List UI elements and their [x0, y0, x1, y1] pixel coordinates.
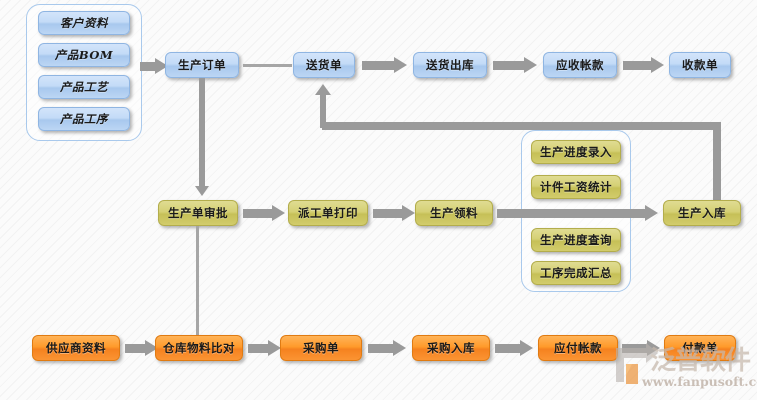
- node-work-order-print[interactable]: 派工单打印: [288, 200, 368, 226]
- arrow-picking-to-production-inbound: [497, 205, 658, 222]
- arrow-purchase-order-to-purchase-inbound: [368, 340, 406, 357]
- return-path-vertical-right: [713, 122, 721, 212]
- watermark-url: www.fanpusoft.com: [642, 374, 757, 389]
- connector-approval-to-warehouse-compare: [196, 226, 199, 340]
- node-accounts-receivable[interactable]: 应收帐款: [543, 52, 617, 78]
- arrow-delivery-outbound-to-accounts-receivable: [493, 57, 537, 74]
- node-product-process[interactable]: 产品工序: [38, 107, 130, 131]
- node-product-craft[interactable]: 产品工艺: [38, 75, 130, 99]
- node-delivery-note[interactable]: 送货单: [293, 52, 355, 78]
- node-purchase-order[interactable]: 采购单: [280, 335, 362, 361]
- node-accounts-payable[interactable]: 应付帐款: [538, 335, 618, 361]
- node-progress-entry[interactable]: 生产进度录入: [531, 140, 621, 164]
- node-production-order-approval[interactable]: 生产单审批: [158, 200, 238, 226]
- node-production-picking[interactable]: 生产领料: [415, 200, 493, 226]
- arrow-work-order-print-to-picking: [373, 205, 415, 222]
- arrow-warehouse-compare-to-purchase-order: [248, 340, 281, 357]
- node-delivery-outbound[interactable]: 送货出库: [413, 52, 487, 78]
- arrow-production-order-to-approval: [195, 78, 209, 196]
- node-process-summary[interactable]: 工序完成汇总: [531, 261, 621, 285]
- return-path-horizontal: [322, 122, 719, 130]
- node-production-order[interactable]: 生产订单: [165, 52, 239, 78]
- node-purchase-inbound[interactable]: 采购入库: [412, 335, 490, 361]
- node-receipt-note[interactable]: 收款单: [669, 52, 731, 78]
- arrow-accounts-receivable-to-receipt-note: [623, 57, 664, 74]
- arrow-approval-to-work-order-print: [243, 205, 285, 222]
- node-progress-query[interactable]: 生产进度查询: [531, 228, 621, 252]
- node-piecework-wage-stat[interactable]: 计件工资统计: [531, 175, 621, 199]
- arrow-supplier-to-warehouse-compare: [125, 340, 158, 357]
- node-warehouse-compare[interactable]: 仓库物料比对: [155, 335, 243, 361]
- node-customer-data[interactable]: 客户资料: [38, 11, 130, 35]
- node-product-bom[interactable]: 产品BOM: [38, 43, 130, 67]
- connector-production-order-to-delivery-note: [243, 64, 292, 67]
- arrow-basicdata-to-production-order: [140, 58, 168, 75]
- arrow-return-to-delivery-note: [315, 84, 331, 128]
- arrow-accounts-payable-to-payment-note: [622, 340, 660, 357]
- arrow-purchase-inbound-to-accounts-payable: [495, 340, 533, 357]
- node-payment-note[interactable]: 付款单: [664, 335, 736, 361]
- arrow-delivery-note-to-delivery-outbound: [362, 57, 407, 74]
- node-production-inbound[interactable]: 生产入库: [663, 200, 741, 226]
- node-supplier-data[interactable]: 供应商资料: [32, 335, 120, 361]
